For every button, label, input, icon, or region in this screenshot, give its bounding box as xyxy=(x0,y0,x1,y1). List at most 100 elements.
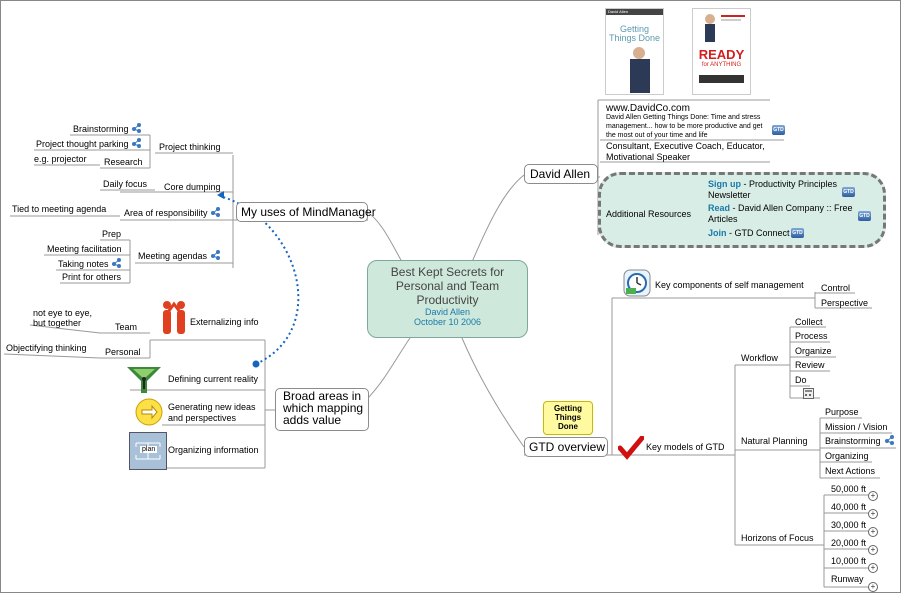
uses-label: My uses of MindManager xyxy=(241,205,376,219)
expand-icon[interactable]: + xyxy=(868,491,878,501)
natural-planning-label: Natural Planning xyxy=(741,436,808,446)
arrows-cycle-icon xyxy=(135,398,163,426)
expand-icon[interactable]: + xyxy=(868,582,878,592)
calculator-icon xyxy=(803,388,814,399)
relationship-arrow xyxy=(219,195,300,365)
read-item[interactable]: Read - David Allen Company :: Free Artic… xyxy=(708,203,858,225)
share-icon xyxy=(211,250,220,260)
join-link[interactable]: Join xyxy=(708,228,727,238)
broad-topic[interactable] xyxy=(275,388,369,431)
plan-icon: plan xyxy=(129,432,167,470)
clock-icon xyxy=(623,269,651,297)
funnel-icon xyxy=(127,367,161,393)
components-label: Key components of self management xyxy=(655,280,804,290)
do-label: Do xyxy=(795,375,807,385)
central-topic[interactable]: Best Kept Secrets for Personal and Team … xyxy=(367,260,528,338)
perspective-label: Perspective xyxy=(821,298,869,308)
join-item[interactable]: Join - GTD Connect xyxy=(708,228,790,239)
gtd-topic[interactable] xyxy=(524,437,608,457)
meeting-agendas-label: Meeting agendas xyxy=(138,251,208,261)
externalizing-label: Externalizing info xyxy=(190,317,259,327)
gtd-book-cover: David Allen Getting Things Done xyxy=(605,8,664,95)
prep-label: Prep xyxy=(102,229,122,239)
expand-icon[interactable]: + xyxy=(868,545,878,555)
project-thought-parking-label: Project thought parking xyxy=(36,139,129,149)
ready-book-cover: READY for ANYTHING xyxy=(692,8,751,95)
website-desc: David Allen Getting Things Done: Time an… xyxy=(606,114,763,139)
runway-label: Runway xyxy=(831,574,864,584)
central-author: David Allen xyxy=(424,307,471,317)
h10-label: 10,000 ft xyxy=(831,556,867,566)
gtd-tag-icon: GTD xyxy=(772,125,785,135)
plan-icon-text: plan xyxy=(140,446,158,453)
join-text: - GTD Connect xyxy=(726,228,790,238)
collect-label: Collect xyxy=(795,317,823,327)
next-actions-label: Next Actions xyxy=(825,466,876,476)
project-thinking-label: Project thinking xyxy=(159,142,221,152)
book2-title2: for ANYTHING xyxy=(701,62,742,68)
area-responsibility-label: Area of responsibility xyxy=(124,208,208,218)
expand-icon[interactable]: + xyxy=(868,527,878,537)
signup-link[interactable]: Sign up xyxy=(708,179,741,189)
read-text: - David Allen Company :: Free Articles xyxy=(708,203,853,224)
checkmark-icon xyxy=(618,436,644,460)
research-child-label: e.g. projector xyxy=(34,154,87,164)
share-icon xyxy=(211,207,220,217)
defining-label: Defining current reality xyxy=(168,374,259,384)
website-label: www.DavidCo.com xyxy=(606,103,690,114)
generating-label: Generating new ideas and perspectives xyxy=(168,402,256,423)
share-icon xyxy=(132,123,141,133)
h40-label: 40,000 ft xyxy=(831,502,867,512)
book1-title: Getting Things Done xyxy=(608,24,661,43)
share-icon xyxy=(112,258,121,268)
share-icon xyxy=(132,138,141,148)
research-label: Research xyxy=(104,157,143,167)
organizing-info-label: Organizing information xyxy=(168,445,259,455)
team-child-label: not eye to eye, but together xyxy=(33,308,93,328)
book1-header: David Allen xyxy=(606,9,663,15)
daily-focus-label: Daily focus xyxy=(103,179,148,189)
gtd-tag-icon: GTD xyxy=(842,187,855,197)
david-label: David Allen xyxy=(530,167,591,181)
models-label: Key models of GTD xyxy=(646,442,725,452)
review-label: Review xyxy=(795,360,825,370)
process-label: Process xyxy=(795,331,828,341)
central-title: Best Kept Secrets for Personal and Team … xyxy=(390,265,505,307)
resources-box xyxy=(598,172,886,248)
resources-label: Additional Resources xyxy=(606,209,692,219)
read-link[interactable]: Read xyxy=(708,203,731,213)
david-topic[interactable] xyxy=(524,164,598,184)
organize-label: Organize xyxy=(795,346,832,356)
workflow-label: Workflow xyxy=(741,353,778,363)
tied-meeting-label: Tied to meeting agenda xyxy=(12,204,107,214)
np-brainstorming-label: Brainstorming xyxy=(825,436,881,446)
book2-title1: READY xyxy=(698,47,745,62)
central-date: October 10 2006 xyxy=(413,317,482,327)
control-label: Control xyxy=(821,283,851,293)
meeting-facilitation-label: Meeting facilitation xyxy=(47,244,122,254)
gtd-tag-icon: GTD xyxy=(858,211,871,221)
uses-topic[interactable] xyxy=(236,202,368,222)
brainstorming-label: Brainstorming xyxy=(73,124,129,134)
mission-label: Mission / Vision xyxy=(825,422,888,432)
book2-author-bar xyxy=(699,75,744,83)
taking-notes-label: Taking notes xyxy=(58,259,109,269)
share-icon xyxy=(885,435,894,445)
expand-icon[interactable]: + xyxy=(868,509,878,519)
roles-label: Consultant, Executive Coach, Educator, M… xyxy=(606,141,765,162)
team-label: Team xyxy=(115,322,138,332)
personal-label: Personal xyxy=(105,347,141,357)
people-icon xyxy=(163,301,185,334)
h20-label: 20,000 ft xyxy=(831,538,867,548)
gtd-callout-text: Getting Things Done xyxy=(554,404,582,431)
horizons-label: Horizons of Focus xyxy=(741,533,814,543)
signup-item[interactable]: Sign up - Productivity Principles Newsle… xyxy=(708,179,843,201)
expand-icon[interactable]: + xyxy=(868,563,878,573)
print-others-label: Print for others xyxy=(62,272,122,282)
gtd-callout: Getting Things Done xyxy=(543,401,593,435)
gtd-label: GTD overview xyxy=(529,440,606,454)
core-dumping-label: Core dumping xyxy=(164,182,221,192)
h50-label: 50,000 ft xyxy=(831,484,867,494)
